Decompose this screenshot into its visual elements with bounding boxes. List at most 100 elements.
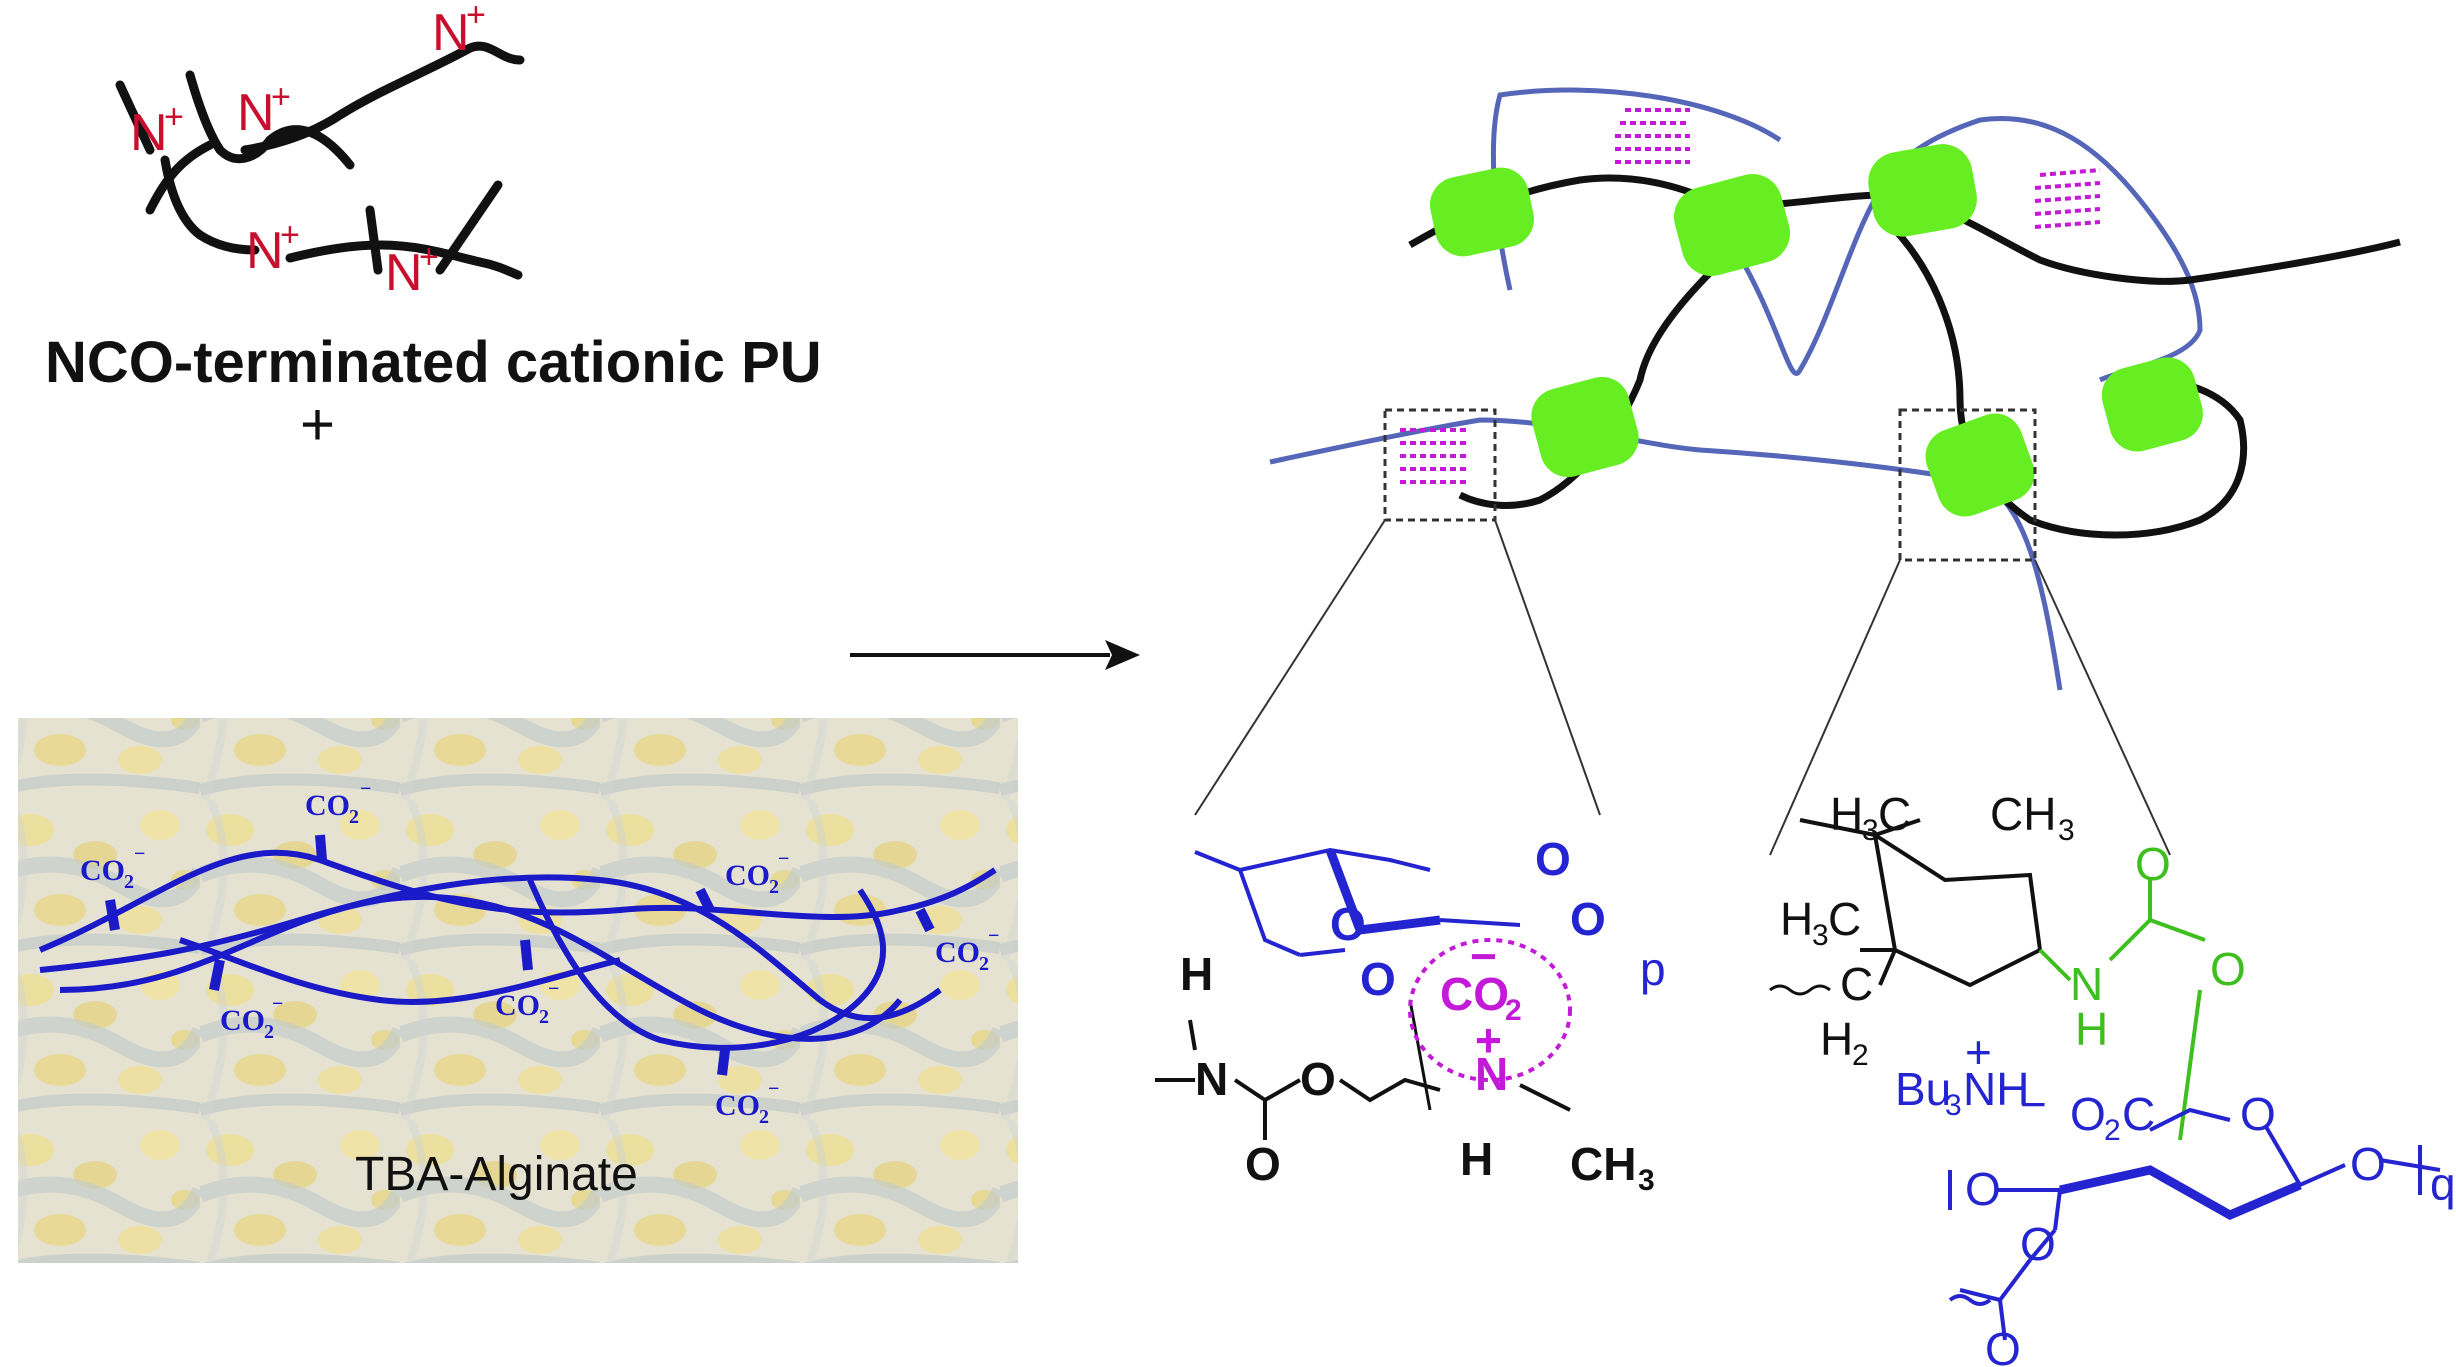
svg-text:C: C xyxy=(1840,958,1873,1010)
ionic-interaction-1 xyxy=(1615,108,1690,164)
h3c-left-top: H 3 C xyxy=(1830,788,1911,847)
ionic-interaction-2 xyxy=(2034,168,2101,229)
svg-text:CH: CH xyxy=(1570,1138,1636,1190)
pu-chain-loop xyxy=(185,70,355,170)
ionic-detail-structure: O O O O p CO 2 − N + H N O O H CH 3 xyxy=(1155,833,1666,1197)
svg-text:+: + xyxy=(271,78,291,116)
repeat-subscript-q: q xyxy=(2430,1158,2456,1210)
carboxylate-label-7: CO 2 − xyxy=(935,925,999,975)
pu-chain-mid2 xyxy=(195,230,260,255)
alginate-chain-5 xyxy=(179,937,621,1005)
ionic-interaction-3 xyxy=(1400,428,1470,484)
n-methyl: CH 3 xyxy=(1570,1138,1655,1197)
svg-text:+: + xyxy=(164,98,184,136)
carboxylate-label-2: CO 2 − xyxy=(305,778,371,828)
carboxylate-label-5: CO 2 − xyxy=(725,848,789,898)
ring2-carbonyl-o: O xyxy=(1985,1323,2021,1367)
svg-text:CO: CO xyxy=(1440,968,1509,1020)
svg-text:2: 2 xyxy=(759,1106,769,1128)
svg-text:+: + xyxy=(280,216,300,254)
svg-text:2: 2 xyxy=(349,806,359,828)
hard-segment-2 xyxy=(1673,174,1791,276)
ch2-left: C H 2 xyxy=(1769,958,1873,1072)
ring-oxygen-4: O xyxy=(1360,953,1396,1005)
svg-text:+: + xyxy=(1965,1026,1992,1078)
carbonyl-oxygen: O xyxy=(1245,1138,1281,1190)
pu-chain-top xyxy=(240,41,525,155)
alginate-ring-1 xyxy=(1194,847,1521,1111)
reaction-arrow xyxy=(850,640,1140,670)
carboxylate-label-1: CO 2 − xyxy=(80,843,145,893)
svg-text:CO: CO xyxy=(305,789,350,822)
svg-text:H: H xyxy=(1830,788,1863,840)
ammonium-label-5: N + xyxy=(385,238,439,302)
svg-text:2: 2 xyxy=(539,1006,549,1028)
svg-text:O: O xyxy=(2070,1088,2106,1140)
alginate-photo xyxy=(18,718,1018,1263)
cationic-pu-sketch xyxy=(115,41,525,280)
alginate-chain-2 xyxy=(39,874,942,1022)
co2-minus: CO 2 − xyxy=(1440,930,1522,1027)
hard-segment-1 xyxy=(1429,167,1535,257)
alginate-loop-2 xyxy=(1727,116,2203,383)
ester-oxygen: O xyxy=(1300,1053,1336,1105)
nh-hydrogen: H xyxy=(1180,948,1213,1000)
pu-chain-mid xyxy=(160,155,205,240)
ring-oxygen-3: O xyxy=(1570,893,1606,945)
ring2-oxygen-3: O xyxy=(2020,1218,2056,1270)
svg-text:−: − xyxy=(272,993,283,1015)
ammonium-label-3: N + xyxy=(130,98,184,162)
svg-text:−: − xyxy=(988,925,999,947)
svg-text:N: N xyxy=(130,104,168,162)
svg-text:CO: CO xyxy=(725,859,770,892)
svg-text:C: C xyxy=(1878,788,1911,840)
carboxylate-minus: − xyxy=(2020,1078,2047,1130)
zoom-box-ionic xyxy=(1194,408,1601,816)
svg-text:−: − xyxy=(134,843,145,865)
tributylammonium: Bu 3 NH + xyxy=(1895,1026,2029,1122)
svg-text:H: H xyxy=(1780,893,1813,945)
svg-text:2: 2 xyxy=(264,1021,274,1043)
svg-text:CO: CO xyxy=(80,854,125,887)
o2c-group: O 2 C xyxy=(2070,1088,2155,1147)
svg-text:CO: CO xyxy=(935,936,980,969)
carboxylate-label-6: CO 2 − xyxy=(715,1078,779,1128)
pu-chain-cross1 xyxy=(365,205,383,275)
carboxylate-stubs xyxy=(105,834,935,1076)
ammonium-label-4: N + xyxy=(246,216,300,280)
svg-text:−: − xyxy=(768,1078,779,1100)
ammonium-label-2: N + xyxy=(237,78,291,142)
ammonium-label-1: N + xyxy=(432,0,486,62)
svg-text:2: 2 xyxy=(124,871,134,893)
carboxylate-label-4: CO 2 − xyxy=(495,978,559,1028)
svg-text:C: C xyxy=(2122,1088,2155,1140)
hard-segment-3 xyxy=(1868,144,1977,237)
covalent-detail-structure: H 3 C CH 3 H 3 C C H 2 N H O O xyxy=(1769,788,2456,1367)
svg-text:NH: NH xyxy=(1963,1063,2029,1115)
svg-text:N: N xyxy=(432,4,470,62)
svg-text:3: 3 xyxy=(2058,814,2075,847)
svg-text:+: + xyxy=(1475,1014,1502,1066)
svg-text:3: 3 xyxy=(1945,1089,1962,1122)
svg-text:N: N xyxy=(385,244,423,302)
pu-chain-lower-right xyxy=(1877,212,2248,539)
ring2-oxygen-2: O xyxy=(1965,1163,2001,1215)
ring-oxygen-1: O xyxy=(1330,898,1366,950)
zoom-box-covalent xyxy=(1769,408,2171,856)
ion-pair-circle xyxy=(1408,938,1572,1082)
alginate-label: TBA-Alginate xyxy=(355,1148,638,1201)
ammonium-n-plus: N + xyxy=(1475,1014,1508,1100)
carboxylate-label-3: CO 2 − xyxy=(220,993,283,1043)
urethane-carbonyl-o: O xyxy=(2135,838,2171,890)
urethane-h: H xyxy=(2075,1003,2108,1055)
hard-segment-4 xyxy=(1531,376,1639,478)
svg-text:3: 3 xyxy=(1862,814,1879,847)
svg-text:3: 3 xyxy=(1812,919,1829,952)
svg-text:CO: CO xyxy=(495,989,540,1022)
svg-text:C: C xyxy=(1828,893,1861,945)
svg-text:−: − xyxy=(548,978,559,1000)
svg-text:3: 3 xyxy=(1638,1164,1655,1197)
ring2-oxygen-4: O xyxy=(2350,1138,2386,1190)
svg-text:N: N xyxy=(1475,1048,1508,1100)
pu-chain-cross2 xyxy=(435,180,503,275)
